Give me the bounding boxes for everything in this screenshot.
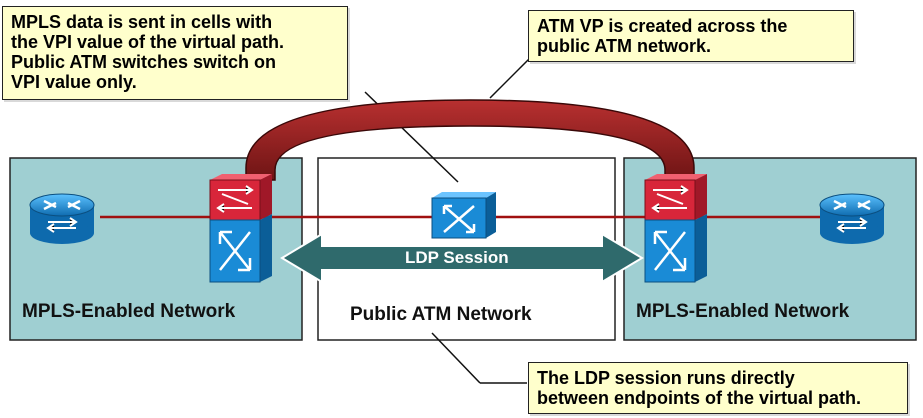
mpls-switch-icon <box>644 174 707 283</box>
mpls-switch-icon <box>209 174 272 283</box>
callout-line: The LDP session runs directly <box>537 368 795 388</box>
ldp-session-label: LDP Session <box>405 248 509 267</box>
callout-line: public ATM network. <box>537 36 711 56</box>
callout-line: ATM VP is created across the <box>537 16 788 36</box>
callout-ldp-session: The LDP session runs directly between en… <box>528 362 908 414</box>
callout-pointer-top-right <box>489 57 531 99</box>
router-icon <box>819 193 885 244</box>
network-label-left: MPLS-Enabled Network <box>22 301 236 322</box>
callout-line: the VPI value of the virtual path. <box>11 32 285 52</box>
callout-mpls-cells: MPLS data is sent in cells with the VPI … <box>2 6 348 100</box>
ldp-session-arrow <box>280 232 644 284</box>
network-label-middle: Public ATM Network <box>350 304 532 325</box>
callout-atm-vp: ATM VP is created across the public ATM … <box>528 10 854 62</box>
callout-line: between endpoints of the virtual path. <box>537 388 862 408</box>
callout-line: Public ATM switches switch on <box>11 52 277 72</box>
atm-switch-icon <box>431 192 496 239</box>
callout-line: MPLS data is sent in cells with <box>11 12 273 32</box>
router-icon <box>29 193 95 244</box>
callout-line: VPI value only. <box>11 72 137 92</box>
callout-pointer-bottom <box>431 332 481 384</box>
network-label-right: MPLS-Enabled Network <box>636 301 850 322</box>
